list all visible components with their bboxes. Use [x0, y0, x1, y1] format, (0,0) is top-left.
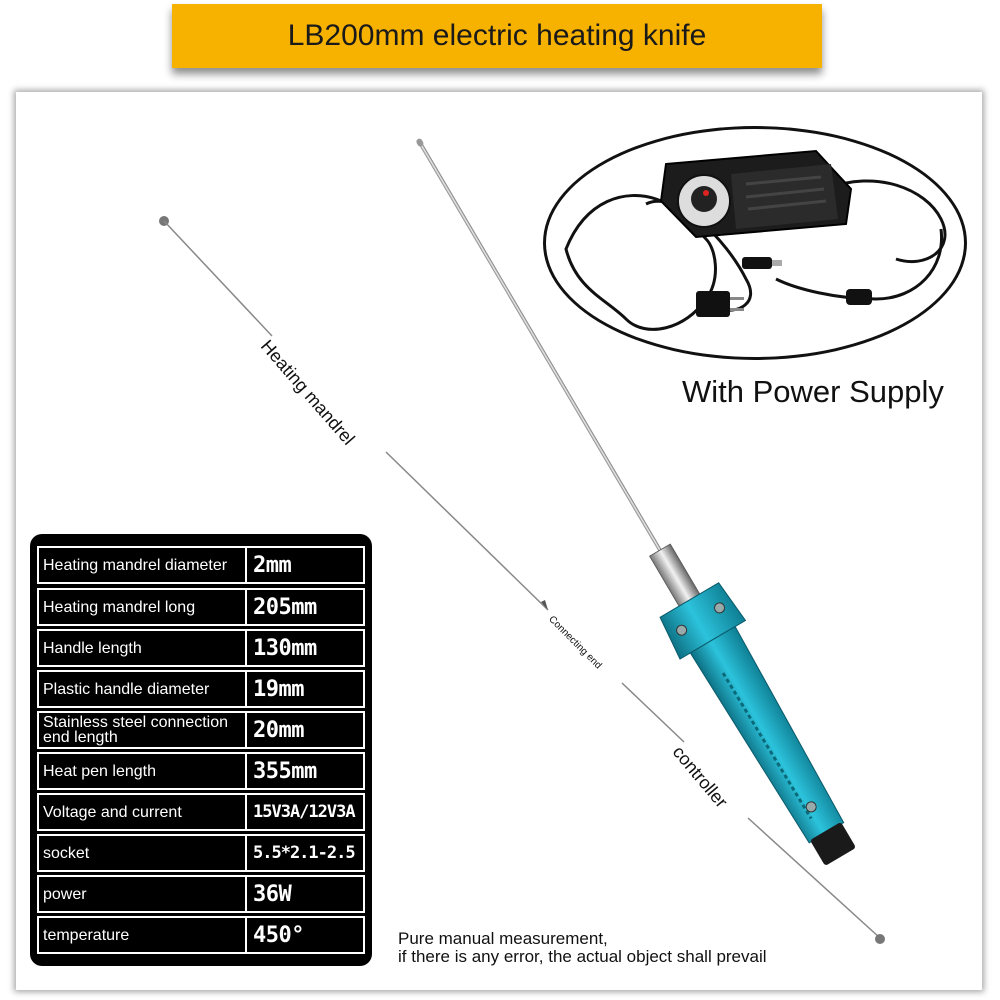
- title-banner: LB200mm electric heating knife: [172, 4, 822, 68]
- heating-knife-icon: [416, 138, 856, 865]
- spec-value: 20mm: [245, 711, 365, 749]
- spec-value: 450°: [245, 916, 365, 954]
- spec-value: 5.5*2.1-2.5: [245, 834, 365, 872]
- spec-row: temperature 450°: [37, 916, 365, 954]
- spec-label: Heating mandrel diameter: [37, 546, 245, 584]
- spec-label: Plastic handle diameter: [37, 670, 245, 708]
- spec-label: Voltage and current: [37, 793, 245, 831]
- spec-value: 2mm: [245, 546, 365, 584]
- spec-row: Handle length 130mm: [37, 629, 365, 667]
- spec-row: Heating mandrel diameter 2mm: [37, 546, 365, 584]
- measurement-disclaimer: Pure manual measurement, if there is any…: [398, 930, 767, 966]
- spec-row: Voltage and current 15V3A/12V3A: [37, 793, 365, 831]
- spec-label: Heat pen length: [37, 752, 245, 790]
- spec-value: 355mm: [245, 752, 365, 790]
- disclaimer-line-1: Pure manual measurement,: [398, 929, 608, 948]
- spec-row: socket 5.5*2.1-2.5: [37, 834, 365, 872]
- controller-dimension-line: [621, 682, 885, 944]
- spec-row: power 36W: [37, 875, 365, 913]
- disclaimer-line-2: if there is any error, the actual object…: [398, 947, 767, 966]
- power-supply-photo: [543, 126, 967, 360]
- spec-label: socket: [37, 834, 245, 872]
- page-title: LB200mm electric heating knife: [287, 19, 707, 52]
- spec-value: 36W: [245, 875, 365, 913]
- mandrel-dimension-line: [159, 216, 549, 611]
- spec-label: temperature: [37, 916, 245, 954]
- power-supply-caption: With Power Supply: [682, 374, 944, 409]
- spec-row: Stainless steel connection end length 20…: [37, 711, 365, 749]
- spec-value: 130mm: [245, 629, 365, 667]
- spec-value: 19mm: [245, 670, 365, 708]
- spec-label: Heating mandrel long: [37, 588, 245, 626]
- power-adapter-icon: [564, 149, 947, 331]
- spec-label: power: [37, 875, 245, 913]
- spec-row: Plastic handle diameter 19mm: [37, 670, 365, 708]
- spec-label: Handle length: [37, 629, 245, 667]
- spec-value: 15V3A/12V3A: [245, 793, 365, 831]
- spec-value: 205mm: [245, 588, 365, 626]
- spec-row: Heating mandrel long 205mm: [37, 588, 365, 626]
- spec-label: Stainless steel connection end length: [37, 711, 245, 749]
- spec-row: Heat pen length 355mm: [37, 752, 365, 790]
- spec-table: Heating mandrel diameter 2mm Heating man…: [30, 534, 372, 966]
